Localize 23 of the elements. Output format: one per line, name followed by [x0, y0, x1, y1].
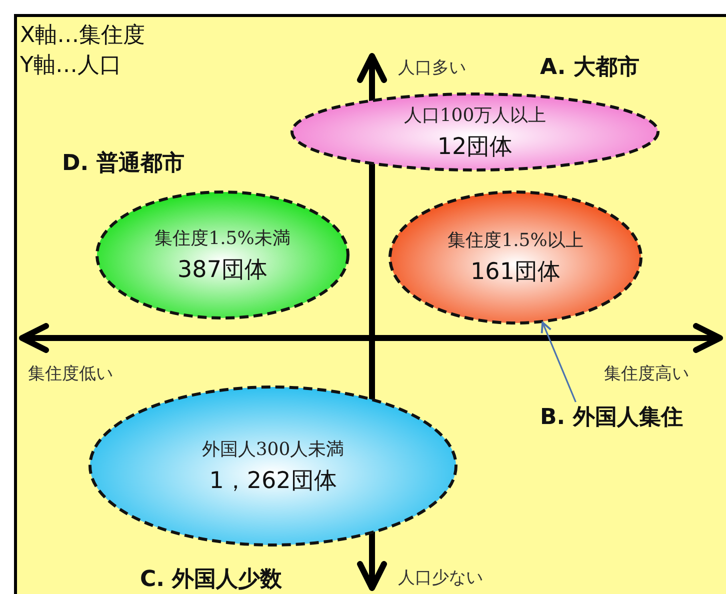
ellipse-node	[290, 92, 660, 172]
quadrant-label: C. 外国人少数	[140, 566, 282, 594]
leader-line	[540, 322, 576, 402]
axis-legend-text: X軸…集住度	[20, 22, 146, 50]
count-text: 12団体	[437, 132, 513, 162]
count-text: 1，262団体	[209, 466, 337, 496]
condition-text: 集住度1.5%未満	[154, 226, 290, 250]
quadrant-label: A. 大都市	[540, 54, 640, 82]
quadrant-label: B. 外国人集住	[540, 402, 683, 432]
ellipse-node	[88, 385, 458, 547]
count-text: 161団体	[470, 258, 560, 287]
condition-text: 人口100万人以上	[404, 104, 546, 126]
ellipse-node	[95, 190, 350, 320]
axis-label: 集住度高い	[604, 363, 689, 385]
axis-label: 人口少ない	[398, 567, 483, 589]
count-text: 387団体	[178, 256, 268, 284]
quadrant-label: D. 普通都市	[62, 150, 184, 178]
condition-text: 外国人300人未満	[202, 438, 344, 460]
axis-label: 集住度低い	[28, 363, 113, 385]
axis-label: 人口多い	[398, 57, 466, 79]
ellipse-node	[388, 190, 643, 325]
axis-legend-text: Y軸…人口	[20, 52, 122, 80]
condition-text: 集住度1.5%以上	[448, 229, 584, 252]
